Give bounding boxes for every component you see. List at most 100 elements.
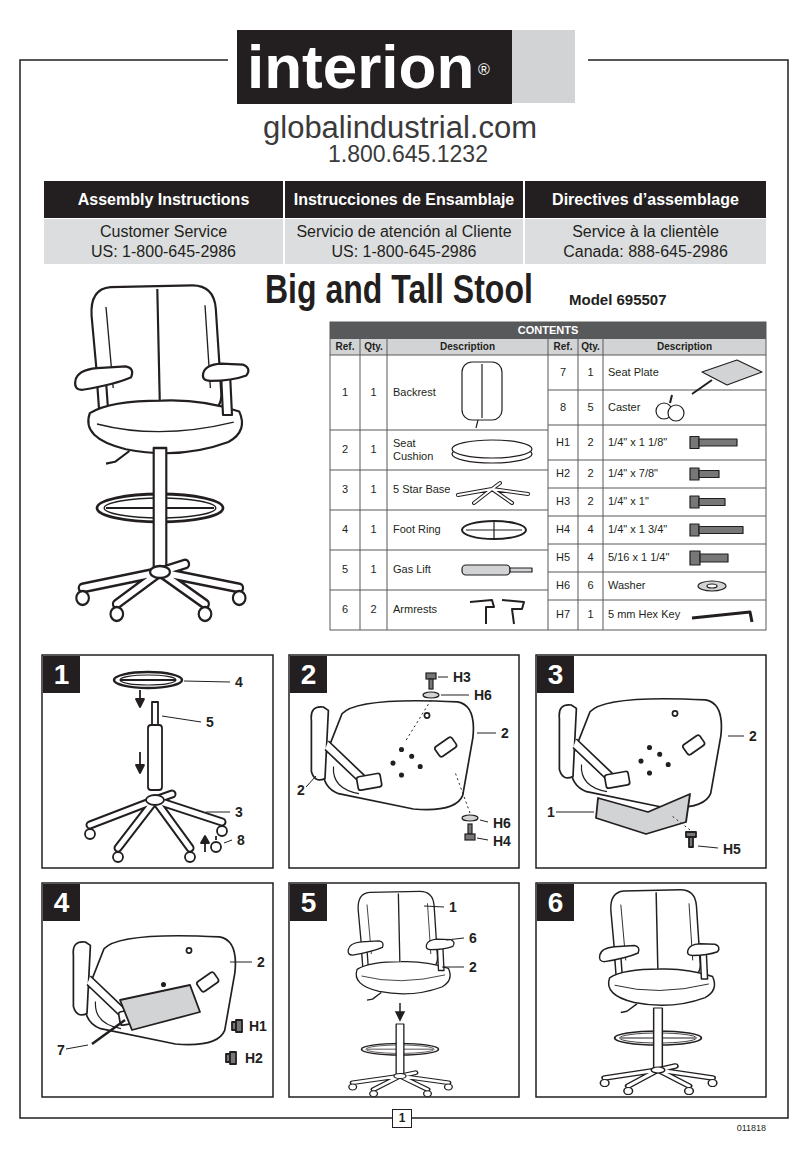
part-icons xyxy=(502,600,524,624)
part-icons xyxy=(452,360,762,624)
page-frame xyxy=(20,60,788,1118)
step-1-drawing xyxy=(211,842,221,852)
step-2-drawing xyxy=(311,701,473,810)
table-cell: 2 xyxy=(587,436,593,449)
part-icons xyxy=(462,565,510,575)
callout-number: H1 xyxy=(248,1018,268,1035)
part-icons xyxy=(510,568,532,572)
table-cell: 2 xyxy=(587,495,593,508)
table-cell: Qty. xyxy=(364,341,383,353)
table-cell: H5 xyxy=(556,551,570,564)
table-cell: Ref. xyxy=(554,341,573,353)
callout-number: H2 xyxy=(244,1050,264,1067)
service-cell-text: US: 1-800-645-2986 xyxy=(91,242,236,261)
callout-number: 3 xyxy=(234,804,244,821)
step-1-drawing xyxy=(185,852,195,862)
step-number-text: 5 xyxy=(301,886,317,920)
step-4-drawing xyxy=(66,962,252,1049)
part-icons xyxy=(690,496,699,508)
service-cell-text: Service à la clientèle xyxy=(572,222,719,241)
table-cell: Description xyxy=(440,341,495,353)
table-cell: Armrests xyxy=(393,603,437,616)
part-icons xyxy=(699,527,743,534)
step-6-drawing xyxy=(600,890,719,1013)
step-2-drawing xyxy=(306,677,496,840)
step-4-drawing xyxy=(73,936,235,1045)
callout-number: 7 xyxy=(56,1042,66,1059)
table-cell: H2 xyxy=(556,467,570,480)
table-cell: H7 xyxy=(556,608,570,621)
step-1-drawing xyxy=(120,675,176,685)
table-cell: 2 xyxy=(370,603,376,616)
step-panel xyxy=(289,655,519,868)
logo-box: interion® xyxy=(237,30,512,104)
stool-illustration xyxy=(76,448,245,621)
step-5-drawing xyxy=(424,906,464,967)
step-6-drawing xyxy=(600,890,719,1095)
step-3-drawing xyxy=(672,816,690,830)
page-title: Big and Tall Stool xyxy=(265,268,533,310)
table-cell: 1 xyxy=(370,563,376,576)
step-1-drawing xyxy=(85,829,95,839)
table-cell: 5/16 x 1 1/4" xyxy=(608,551,669,564)
step-5-drawing xyxy=(349,1024,452,1097)
step-2-drawing xyxy=(462,815,478,821)
table-cell: 2 xyxy=(342,443,348,456)
step-number-text: 1 xyxy=(54,658,70,692)
table-cell: 5 xyxy=(587,401,593,414)
table-cell: 4 xyxy=(587,551,593,564)
stool-illustration xyxy=(75,285,248,621)
step-2-drawing xyxy=(429,679,433,689)
step-panel xyxy=(42,655,766,1097)
step-2-drawing xyxy=(426,673,436,679)
callout-number: 5 xyxy=(205,714,215,731)
table-cell: 1 xyxy=(342,386,348,399)
contents-table xyxy=(548,390,766,600)
header-cell: Instrucciones de Ensamblaje xyxy=(285,181,523,218)
step-2-drawing xyxy=(465,834,475,840)
contact-text: Model 695507 xyxy=(569,291,667,309)
step-4-drawing xyxy=(92,985,242,1064)
callout-number: 1 xyxy=(546,804,556,821)
step-2-drawing xyxy=(306,677,496,840)
header-cell: Directives d’assemblage xyxy=(525,181,766,218)
step-5-drawing xyxy=(424,906,464,967)
step-1-drawing xyxy=(136,765,144,773)
table-cell: 1 xyxy=(587,366,593,379)
table-cell: 1 xyxy=(370,523,376,536)
part-icons xyxy=(476,364,482,428)
table-cell: 6 xyxy=(587,579,593,592)
callout-number: 6 xyxy=(468,930,478,947)
table-cell: 6 xyxy=(342,603,348,616)
logo-band xyxy=(512,30,575,103)
table-cell: 1/4" x 1" xyxy=(608,495,649,508)
service-cell-text: Servicio de atención al Cliente xyxy=(296,222,511,241)
callout-number: H6 xyxy=(473,687,493,704)
callout-number: 1 xyxy=(448,899,458,916)
step-4-drawing xyxy=(92,1020,125,1044)
step-3-drawing xyxy=(554,736,744,848)
step-5-drawing xyxy=(348,891,454,1000)
part-icons xyxy=(462,521,526,539)
table-cell: 1 xyxy=(370,483,376,496)
table-cell: Seat Cushion xyxy=(393,437,443,463)
step-number-text: 3 xyxy=(548,658,564,692)
step-panel xyxy=(536,883,766,1097)
contents-table xyxy=(330,322,766,630)
page-number: 1 xyxy=(392,1109,412,1128)
page-number-text: 1 xyxy=(399,1111,406,1125)
part-icons xyxy=(690,468,699,480)
step-3-drawing xyxy=(596,794,696,847)
step-5-drawing xyxy=(396,1003,404,1020)
document-code: 011818 xyxy=(737,1123,766,1134)
table-cell: 5 mm Hex Key xyxy=(608,608,680,621)
logo-box-text: ® xyxy=(478,62,490,78)
step-6-drawing xyxy=(600,1008,717,1095)
table-cell: 1 xyxy=(370,443,376,456)
header-cell-text: Assembly Instructions xyxy=(78,190,250,209)
step-4-drawing xyxy=(66,936,252,1064)
step-number-text: 6 xyxy=(548,886,564,920)
step-1-drawing xyxy=(146,795,164,805)
service-cell-text: Customer Service xyxy=(100,222,227,241)
